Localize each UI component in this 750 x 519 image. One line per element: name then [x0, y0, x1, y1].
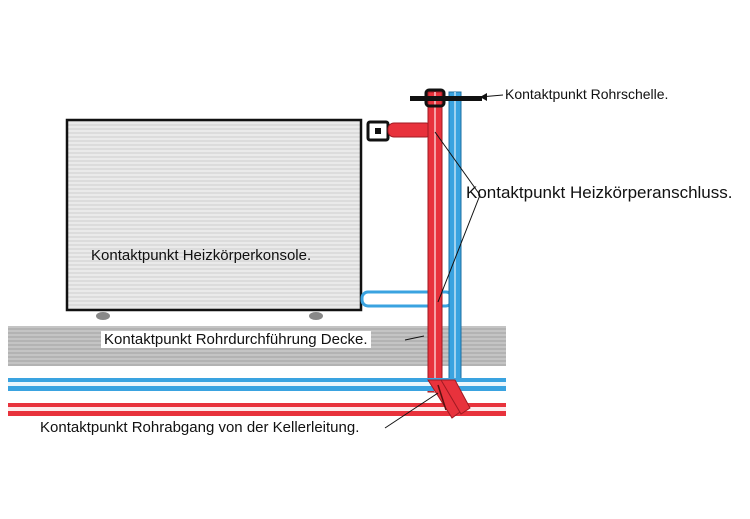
supply-connection-pipe — [387, 122, 433, 138]
radiator-foot-right — [309, 312, 323, 320]
radiator-foot-left — [96, 312, 110, 320]
leader-lines — [384, 94, 504, 429]
pipe-clamp — [410, 96, 482, 101]
clamp-arrowhead — [480, 93, 487, 101]
label-clamp: Kontaktpunkt Rohrschelle. — [505, 86, 669, 102]
radiator-body — [65, 118, 363, 312]
label-console: Kontaktpunkt Heizkörperkonsole. — [91, 247, 312, 264]
label-ceiling: Kontaktpunkt Rohrdurchführung Decke. — [101, 331, 371, 348]
label-branch: Kontaktpunkt Rohrabgang von der Kellerle… — [40, 419, 360, 436]
label-connection: Kontaktpunkt Heizkörperanschluss. — [466, 183, 733, 202]
branch-elbow-return — [440, 379, 471, 415]
